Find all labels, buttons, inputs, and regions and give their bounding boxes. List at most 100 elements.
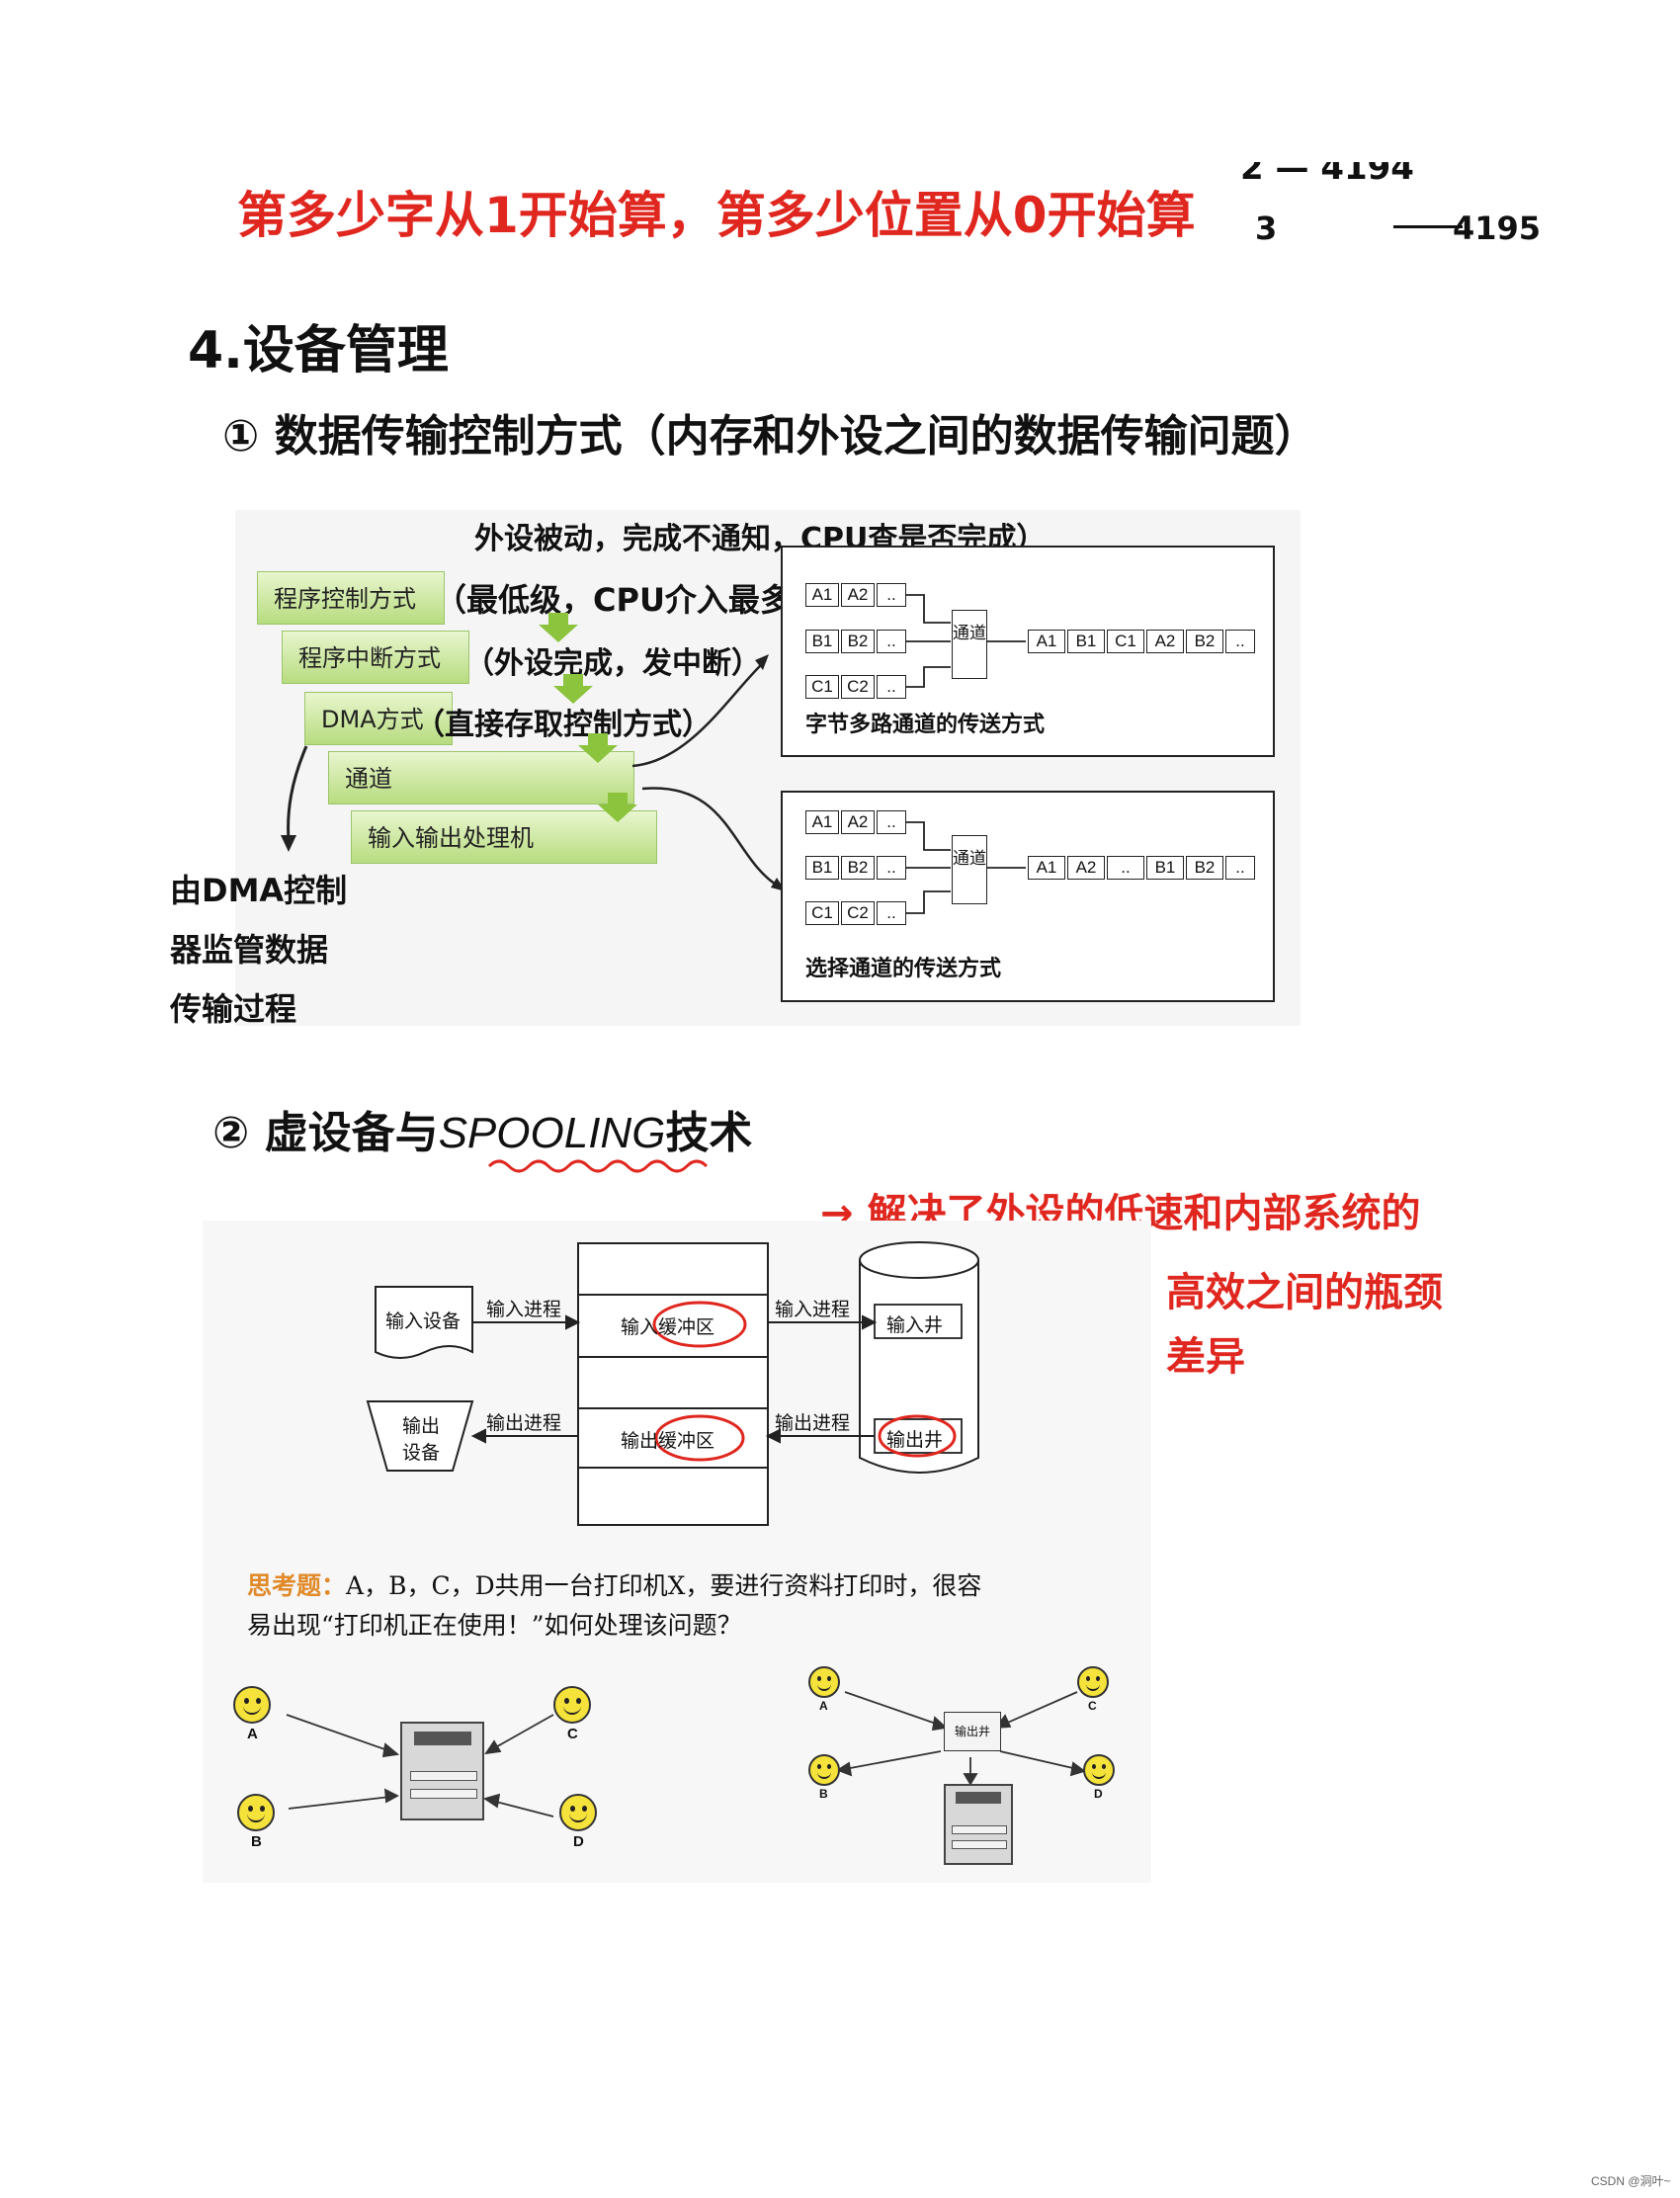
user-label: A (819, 1699, 828, 1713)
user-label: C (1088, 1699, 1097, 1713)
select-cell: .. (877, 810, 906, 834)
corner-dash (1393, 225, 1463, 228)
question-line-1: A，B，C，D共用一台打印机X，要进行资料打印时，很容 (346, 1571, 982, 1600)
byte-output-cell: .. (1225, 630, 1255, 653)
select-output-cell: A2 (1067, 856, 1105, 880)
output-buffer-prefix: 输出 (621, 1430, 659, 1452)
byte-output-cell: B1 (1067, 630, 1105, 653)
dma-note-line: 器监管数据 (170, 931, 329, 969)
select-cell: C1 (805, 901, 839, 925)
subsection-1-title: ① 数据传输控制方式（内存和外设之间的数据传输问题） (222, 411, 1318, 462)
select-output-cell: B2 (1186, 856, 1223, 880)
method-dma-note: （直接存取控制方式） (415, 708, 712, 742)
section-title: 4.设备管理 (188, 321, 449, 380)
method-program-control: 程序控制方式 (257, 571, 445, 625)
output-device-label: 输出 (402, 1415, 441, 1437)
question-line-2: 易出现“打印机正在使用！”如何处理该问题？ (247, 1611, 742, 1640)
output-process-label-2: 输出进程 (486, 1412, 562, 1434)
output-device-label: 设备 (402, 1442, 441, 1464)
spooling-term: SPOOLING (438, 1109, 666, 1157)
byte-cell: .. (877, 675, 906, 699)
smiley-user-icon (553, 1686, 591, 1724)
user-label: B (251, 1833, 262, 1850)
select-cell: A1 (805, 810, 839, 834)
select-cell: .. (877, 901, 906, 925)
select-cell: B2 (841, 856, 875, 880)
select-cell: B1 (805, 856, 839, 880)
byte-cell: B1 (805, 630, 839, 653)
input-buffer-prefix: 输入 (621, 1316, 659, 1338)
smiley-user-icon (233, 1686, 271, 1724)
output-buffer-text: 缓冲区 (658, 1430, 715, 1452)
smiley-user-icon (808, 1666, 840, 1698)
csdn-watermark: CSDN @洞叶~ (1591, 2174, 1671, 2188)
byte-cell: B2 (841, 630, 875, 653)
byte-output-cell: B2 (1186, 630, 1223, 653)
byte-cell: A2 (841, 583, 875, 607)
subsection-2-suffix: 技术 (665, 1108, 753, 1158)
user-label: B (819, 1787, 828, 1801)
select-cell: C2 (841, 901, 875, 925)
printer-icon (400, 1722, 484, 1820)
spooling-note-line: 差异 (1166, 1334, 1245, 1380)
dma-note-line: 由DMA控制 (170, 872, 348, 909)
red-note: 第多少字从1开始算，第多少位置从0开始算 (237, 187, 1196, 244)
select-output-cell: B1 (1146, 856, 1184, 880)
smiley-user-icon (1077, 1666, 1109, 1698)
byte-cell: .. (877, 583, 906, 607)
byte-cell: C2 (841, 675, 875, 699)
input-buffer-text: 缓冲区 (658, 1316, 715, 1338)
byte-multiplex-caption: 字节多路通道的传送方式 (805, 713, 1046, 737)
corner-bottom-num: 3 (1255, 210, 1278, 247)
output-well-box: 输出井 (944, 1712, 1001, 1751)
subsection-2-prefix: ② 虚设备与 (212, 1108, 439, 1158)
select-output-cell: A1 (1028, 856, 1065, 880)
corner-top-note: 2 — 4194 (1240, 148, 1414, 186)
byte-cell: .. (877, 630, 906, 653)
select-output-cell: .. (1225, 856, 1255, 880)
input-device-label: 输入设备 (385, 1310, 462, 1332)
user-label: C (567, 1726, 578, 1742)
smiley-user-icon (1083, 1754, 1115, 1786)
byte-output-cell: A2 (1146, 630, 1184, 653)
printer-icon (944, 1784, 1013, 1865)
subsection-2-title: ② 虚设备与SPOOLING技术 (212, 1097, 752, 1160)
selector-channel-caption: 选择通道的传送方式 (805, 957, 1002, 981)
input-well-label: 输入井 (886, 1314, 944, 1336)
smiley-user-icon (559, 1794, 597, 1831)
byte-output-cell: C1 (1107, 630, 1144, 653)
output-well-label: 输出井 (886, 1429, 944, 1451)
method-io-processor: 输入输出处理机 (351, 810, 657, 864)
byte-output-cell: A1 (1028, 630, 1065, 653)
input-buffer-label: 输入缓冲区 (621, 1312, 714, 1339)
byte-cell: C1 (805, 675, 839, 699)
corner-bottom-value: 4195 (1453, 210, 1542, 247)
user-label: D (1094, 1787, 1103, 1801)
user-label: D (573, 1833, 584, 1850)
method-interrupt-note: （外设完成，发中断） (464, 646, 761, 681)
method-channel: 通道 (328, 751, 634, 804)
smiley-user-icon (808, 1754, 840, 1786)
spooling-note-line: 高效之间的瓶颈 (1166, 1270, 1443, 1315)
method-dma: DMA方式 (304, 692, 453, 745)
method-program-control-note: （最低级，CPU介入最多） (435, 581, 823, 619)
input-process-label-2: 输入进程 (775, 1299, 851, 1320)
dma-note-line: 传输过程 (170, 990, 297, 1028)
select-cell: .. (877, 856, 906, 880)
output-buffer-label: 输出缓冲区 (621, 1426, 714, 1453)
smiley-user-icon (237, 1794, 275, 1831)
question-label: 思考题： (247, 1571, 347, 1600)
select-channel: 通道 (952, 835, 987, 904)
input-process-label: 输入进程 (486, 1299, 562, 1320)
method-interrupt: 程序中断方式 (282, 631, 469, 684)
select-cell: A2 (841, 810, 875, 834)
byte-channel: 通道 (952, 610, 987, 679)
question-text: 思考题：A，B，C，D共用一台打印机X，要进行资料打印时，很容 易出现“打印机正… (247, 1566, 981, 1646)
select-output-cell: .. (1107, 856, 1144, 880)
output-process-label: 输出进程 (775, 1412, 851, 1434)
user-label: A (247, 1726, 258, 1742)
